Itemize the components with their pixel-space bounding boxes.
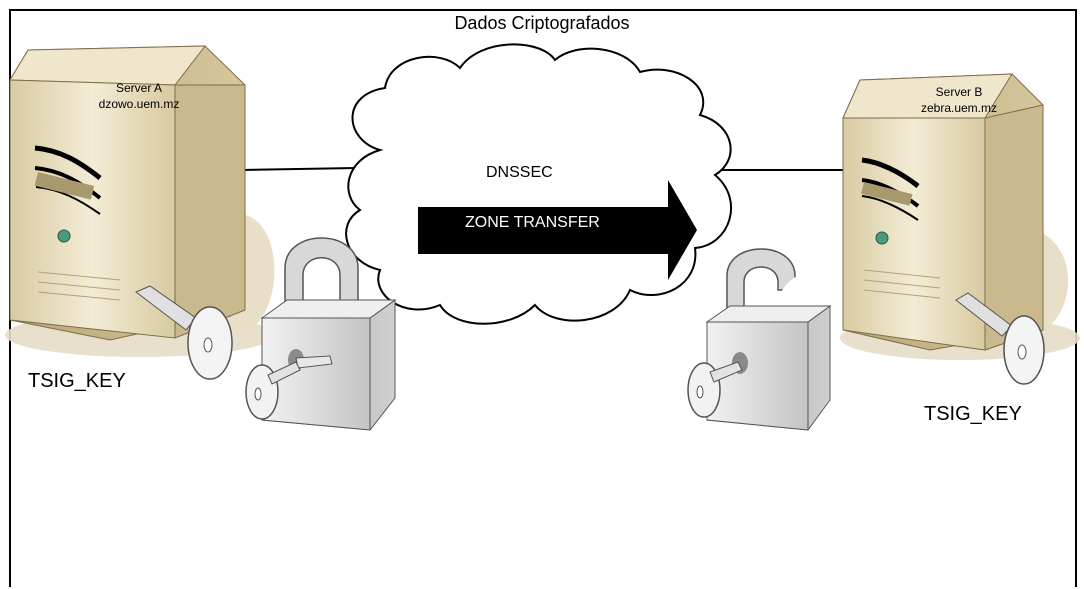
server-b-key-label: TSIG_KEY — [924, 403, 1022, 425]
server-a-label: Server A dzowo.uem.mz — [64, 80, 214, 112]
server-a-key-label: TSIG_KEY — [28, 370, 126, 392]
padlock-closed-icon — [245, 237, 397, 431]
cloud-icon — [345, 43, 732, 325]
server-b-name: Server B — [935, 85, 983, 99]
server-a-icon — [5, 45, 275, 357]
arrow-right-icon — [418, 180, 697, 280]
protocol-label: DNSSEC — [486, 164, 553, 181]
key-b-icon — [955, 292, 1045, 385]
server-b-host: zebra.uem.mz — [920, 101, 998, 115]
key-a-icon — [135, 285, 233, 380]
link-line-a — [242, 167, 357, 171]
server-a-host: dzowo.uem.mz — [98, 97, 180, 111]
padlock-open-icon — [687, 248, 840, 431]
server-b-label: Server B zebra.uem.mz — [884, 84, 1034, 116]
arrow-label: ZONE TRANSFER — [465, 214, 600, 231]
server-b-icon — [840, 73, 1080, 360]
diagram-title: Dados Criptografados — [454, 13, 630, 33]
server-a-name: Server A — [115, 81, 163, 95]
